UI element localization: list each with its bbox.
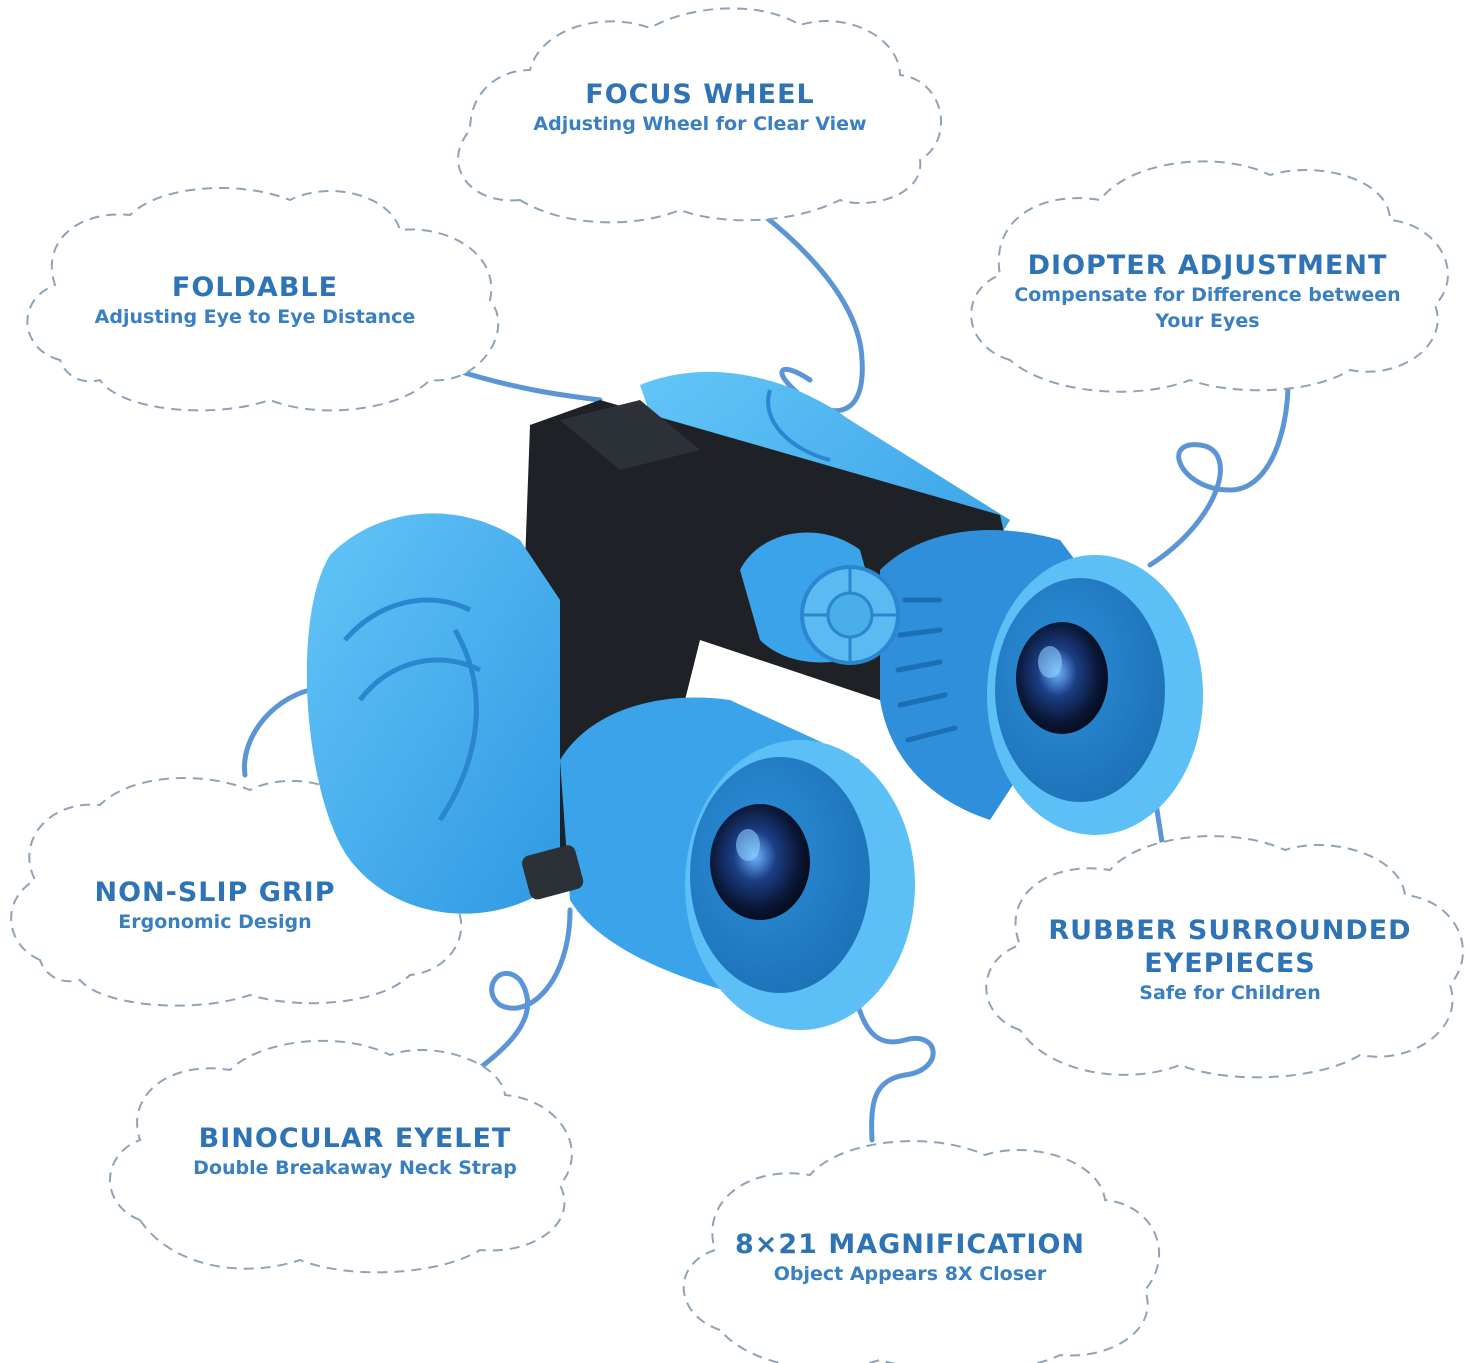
callout-foldable: FOLDABLE Adjusting Eye to Eye Distance bbox=[55, 271, 455, 330]
cloud-foldable bbox=[26, 187, 500, 412]
binoculars bbox=[306, 371, 1203, 1030]
callout-subtitle-line-1: Compensate for Difference between bbox=[1014, 284, 1401, 306]
callout-title-line-1: RUBBER SURROUNDED bbox=[1048, 915, 1412, 946]
connector-foldable bbox=[452, 367, 603, 403]
callout-subtitle: Safe for Children bbox=[1139, 982, 1321, 1004]
focus-wheel-knob bbox=[740, 532, 900, 665]
right-lens bbox=[1016, 622, 1108, 734]
cloud-bubbles bbox=[10, 7, 1464, 1363]
diopter-ribs bbox=[895, 597, 958, 743]
callout-subtitle: Ergonomic Design bbox=[118, 911, 312, 933]
cloud-eyepieces bbox=[985, 835, 1464, 1079]
callout-subtitle: Adjusting Eye to Eye Distance bbox=[94, 306, 416, 328]
callout-subtitle: Double Breakaway Neck Strap bbox=[193, 1157, 517, 1179]
cloud-diopter bbox=[970, 160, 1449, 393]
right-barrel-texture bbox=[766, 389, 831, 462]
callout-binocular-eyelet: BINOCULAR EYELET Double Breakaway Neck S… bbox=[150, 1122, 560, 1181]
callout-diopter-adjustment: DIOPTER ADJUSTMENT Compensate for Differ… bbox=[990, 249, 1425, 334]
callout-subtitle: Adjusting Wheel for Clear View bbox=[533, 113, 867, 135]
callout-focus-wheel: FOCUS WHEEL Adjusting Wheel for Clear Vi… bbox=[500, 78, 900, 137]
callout-non-slip-grip: NON-SLIP GRIP Ergonomic Design bbox=[35, 876, 395, 935]
callout-title: 8×21 MAGNIFICATION bbox=[734, 1229, 1086, 1260]
eyelet-clip bbox=[522, 845, 584, 900]
hinge-top bbox=[560, 400, 700, 470]
left-barrel-body bbox=[306, 513, 560, 914]
callout-title: FOLDABLE bbox=[171, 272, 339, 303]
callout-magnification: 8×21 MAGNIFICATION Object Appears 8X Clo… bbox=[705, 1228, 1115, 1287]
connector-grip bbox=[241, 687, 313, 778]
callout-title: NON-SLIP GRIP bbox=[94, 877, 336, 908]
connector-eyelet bbox=[467, 907, 573, 1078]
callout-title: BINOCULAR EYELET bbox=[198, 1123, 512, 1154]
connector-lines bbox=[241, 193, 1291, 1143]
cloud-focus-wheel bbox=[457, 7, 942, 224]
left-barrel-grip-lines bbox=[343, 597, 482, 822]
callout-rubber-surrounded-eyepieces: RUBBER SURROUNDED EYEPIECES Safe for Chi… bbox=[1030, 914, 1430, 1006]
connector-magnification bbox=[847, 972, 936, 1143]
callout-subtitle-line-2: Your Eyes bbox=[1155, 310, 1260, 332]
callout-title: DIOPTER ADJUSTMENT bbox=[1027, 250, 1388, 281]
callout-title-line-2: EYEPIECES bbox=[1144, 948, 1316, 979]
left-lens bbox=[710, 804, 810, 920]
cloud-eyelet bbox=[109, 1039, 573, 1274]
connector-diopter bbox=[1147, 369, 1291, 568]
connector-focus-wheel bbox=[735, 193, 865, 414]
callout-title: FOCUS WHEEL bbox=[585, 79, 815, 110]
callout-subtitle: Object Appears 8X Closer bbox=[773, 1263, 1047, 1285]
cloud-magnification bbox=[682, 1140, 1161, 1363]
